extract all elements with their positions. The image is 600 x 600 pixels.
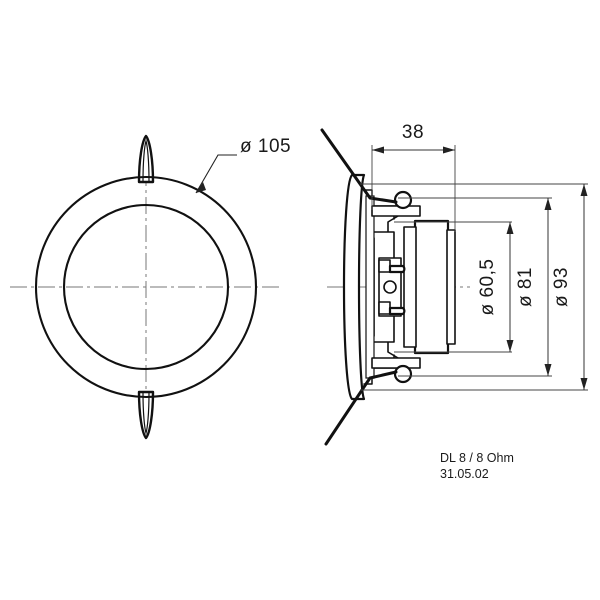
dimension-dia93-label: ø 93: [551, 267, 572, 307]
dimension-dia605-arrowhead-bottom: [506, 340, 514, 352]
side-view-terminal-block: [378, 257, 406, 317]
titleblock-model-label: DL 8 / 8 Ohm: [440, 451, 514, 465]
terminal-tab-upper: [388, 264, 406, 274]
side-view-spring-clips: [320, 128, 398, 446]
front-view-inner-opening-circle: [62, 203, 230, 371]
titleblock-date-label: 31.05.02: [440, 467, 489, 481]
side-section-view: 38 ø 60,5 ø 81 ø 93: [320, 122, 588, 446]
terminal-lug-upper: [378, 259, 391, 273]
dimension-dia81-label: ø 81: [515, 267, 536, 307]
dimension-depth38-arrowhead-right: [443, 146, 455, 154]
dimension-dia93: ø 93: [360, 183, 588, 391]
dimension-dia105: ø 105: [195, 136, 291, 194]
clip-pivot-lower: [393, 364, 413, 384]
dimension-dia105-leader-line: [195, 154, 237, 194]
spring-clip-lower: [324, 370, 398, 446]
side-view-magnet-assembly: [403, 219, 456, 355]
terminal-lug-lower: [378, 301, 391, 315]
magnet-ring-inner: [403, 226, 417, 348]
spring-clip-upper: [320, 128, 398, 204]
front-flange-profile: [342, 173, 366, 401]
dimension-dia105-label: ø 105: [240, 136, 291, 157]
mounting-bracket-upper: [371, 205, 421, 217]
flange-gasket: [365, 195, 375, 379]
dimension-depth38-label: 38: [402, 122, 424, 143]
mounting-bracket-lower: [371, 357, 421, 369]
dimension-depth38: 38: [371, 122, 456, 232]
dimension-depth38-arrowhead-left: [372, 146, 384, 154]
titleblock: DL 8 / 8 Ohm 31.05.02: [440, 451, 514, 481]
side-view-mounting-brackets: [371, 190, 421, 384]
terminal-tab-lower: [388, 306, 406, 316]
front-view-outer-flange-circle: [34, 175, 258, 399]
dimension-dia93-arrowhead-top: [580, 184, 588, 196]
clip-pivot-upper: [393, 190, 413, 210]
dimension-dia605-label: ø 60,5: [477, 259, 498, 316]
front-view-top-mounting-tab: [137, 134, 155, 184]
magnet-back-plate: [446, 229, 456, 345]
dimension-dia81-arrowhead-bottom: [544, 364, 552, 376]
dimension-dia81: ø 81: [398, 197, 552, 377]
front-view: ø 105: [10, 134, 291, 440]
dimension-dia605: ø 60,5: [394, 221, 514, 353]
dimension-dia93-arrowhead-bottom: [580, 378, 588, 390]
magnet-ring-outer: [413, 219, 450, 355]
dimension-dia81-arrowhead-top: [544, 198, 552, 210]
dimension-dia105-arrowhead: [196, 182, 206, 193]
front-view-bottom-mounting-tab: [137, 390, 155, 440]
dimension-dia605-arrowhead-top: [506, 222, 514, 234]
terminal-centre-hole: [383, 280, 397, 294]
side-view-front-flange: [342, 173, 375, 401]
